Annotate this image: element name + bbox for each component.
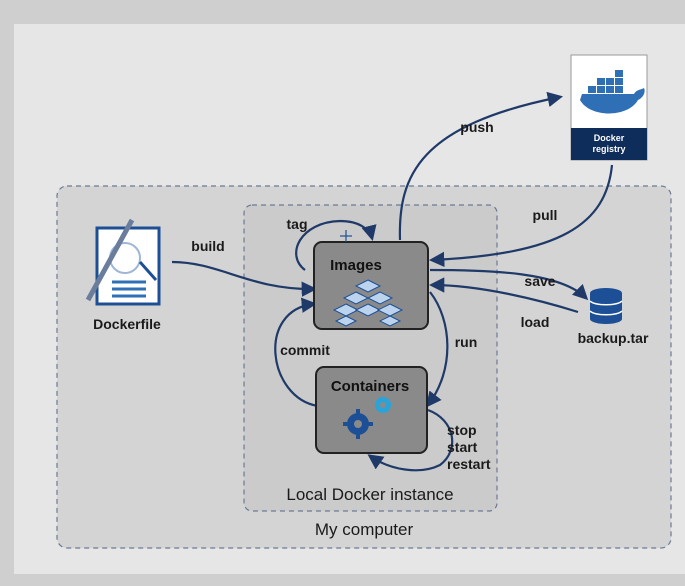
build-arrow xyxy=(171,260,318,297)
build-label: build xyxy=(191,238,224,254)
gears-icon xyxy=(343,397,391,439)
load-arrow xyxy=(428,277,579,314)
containers-label: Containers xyxy=(331,378,409,395)
stop-label: stop xyxy=(447,422,477,438)
database-icon xyxy=(590,288,622,324)
pull-label: pull xyxy=(533,207,558,223)
dockerfile-label: Dockerfile xyxy=(93,316,161,332)
cursor-crosshair-icon xyxy=(340,230,352,242)
tag-label: tag xyxy=(287,216,308,232)
push-label: push xyxy=(460,119,493,135)
registry-label-line2: registry xyxy=(592,144,625,154)
stop-start-restart-arrow xyxy=(367,408,454,472)
local-docker-label: Local Docker instance xyxy=(286,485,453,504)
save-label: save xyxy=(524,273,555,289)
registry-label-line1: Docker xyxy=(594,133,625,143)
containers-box xyxy=(315,366,428,454)
load-label: load xyxy=(521,314,550,330)
database-icon-lines xyxy=(589,300,623,316)
push-arrow xyxy=(398,91,564,241)
run-label: run xyxy=(455,334,478,350)
save-arrow xyxy=(429,268,589,301)
dockerfile-icon xyxy=(85,218,161,306)
pull-arrow xyxy=(428,164,614,268)
run-arrow xyxy=(426,291,449,408)
image-layers-icon xyxy=(332,279,404,327)
images-label: Images xyxy=(330,257,382,274)
start-label: start xyxy=(447,439,478,455)
restart-label: restart xyxy=(447,456,491,472)
commit-arrow xyxy=(274,297,319,408)
commit-label: commit xyxy=(280,342,330,358)
tag-arrow xyxy=(295,219,377,271)
backup-label: backup.tar xyxy=(578,330,649,346)
docker-whale-icon xyxy=(580,70,645,114)
my-computer-label: My computer xyxy=(315,520,414,539)
